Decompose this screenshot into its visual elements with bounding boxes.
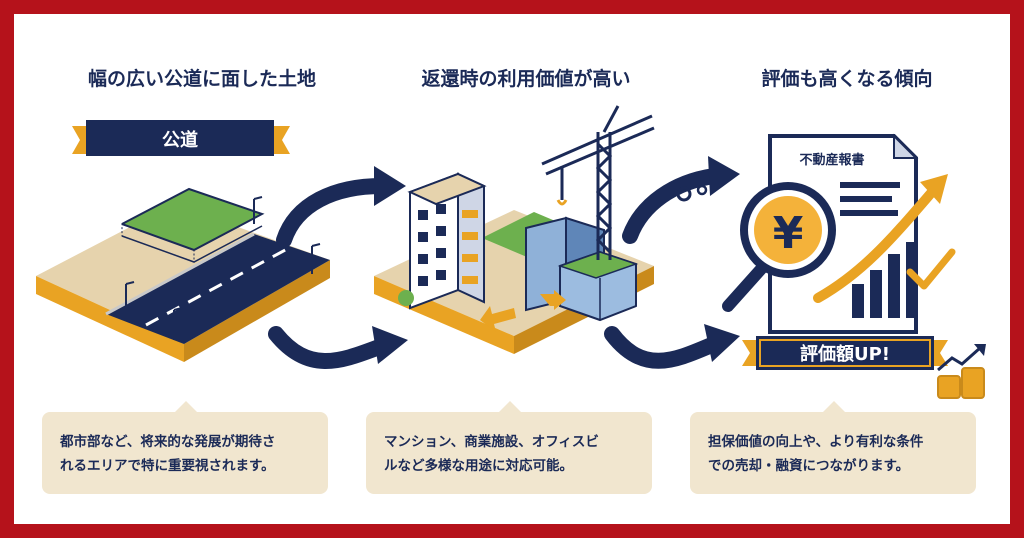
description-card-road: 都市部など、将来的な発展が期待さ れるエリアで特に重要視されます。 — [42, 401, 328, 494]
coin-stack-icon — [937, 344, 986, 399]
infographic-panel: 幅の広い公道に面した土地 返還時の利用価値が高い 評価も高くなる傾向 — [14, 14, 1010, 524]
heading-public-road-land: 幅の広い公道に面した土地 — [87, 68, 316, 90]
public-road-banner: 公道 — [72, 120, 290, 156]
curved-arrow-upper-2 — [622, 156, 740, 244]
description-line: での売却・融資につながります。 — [708, 458, 910, 474]
report-title: 不動産報書 — [799, 152, 864, 168]
curved-arrow-upper-1 — [276, 166, 406, 248]
appraisal-report-illustration: 不動産報書 ¥ — [722, 133, 986, 399]
valuation-up-badge: 評価額UP! — [742, 336, 948, 370]
banner-label: 公道 — [162, 129, 198, 151]
description-card-valuation: 担保価値の向上や、より有利な条件 での売却・融資につながります。 — [690, 401, 976, 494]
trend-up-arrow — [920, 174, 948, 204]
description-line: ルなど多様な用途に対応可能。 — [384, 458, 573, 474]
urban-development-illustration — [374, 105, 655, 354]
curved-arrow-lower-2 — [604, 324, 740, 369]
description-line: れるエリアで特に重要視されます。 — [60, 458, 275, 474]
yen-icon: ¥ — [773, 208, 804, 259]
magnifier-icon: ¥ — [722, 182, 836, 312]
description-card-utility: マンション、商業施設、オフィスビ ルなど多様な用途に対応可能。 — [366, 401, 652, 494]
gear-icon — [676, 186, 692, 202]
description-line: 都市部など、将来的な発展が期待さ — [60, 434, 276, 450]
illustration-layer: 公道 — [36, 105, 986, 399]
road-land-illustration — [36, 187, 330, 362]
description-line: マンション、商業施設、オフィスビ — [384, 434, 599, 450]
description-line: 担保価値の向上や、より有利な条件 — [708, 434, 924, 450]
heading-high-utility-value: 返還時の利用価値が高い — [421, 68, 631, 90]
curved-arrow-lower-1 — [268, 326, 408, 369]
check-icon — [906, 248, 956, 290]
badge-label: 評価額UP! — [800, 343, 890, 365]
rising-bars — [852, 242, 918, 318]
heading-higher-valuation: 評価も高くなる傾向 — [761, 68, 933, 90]
